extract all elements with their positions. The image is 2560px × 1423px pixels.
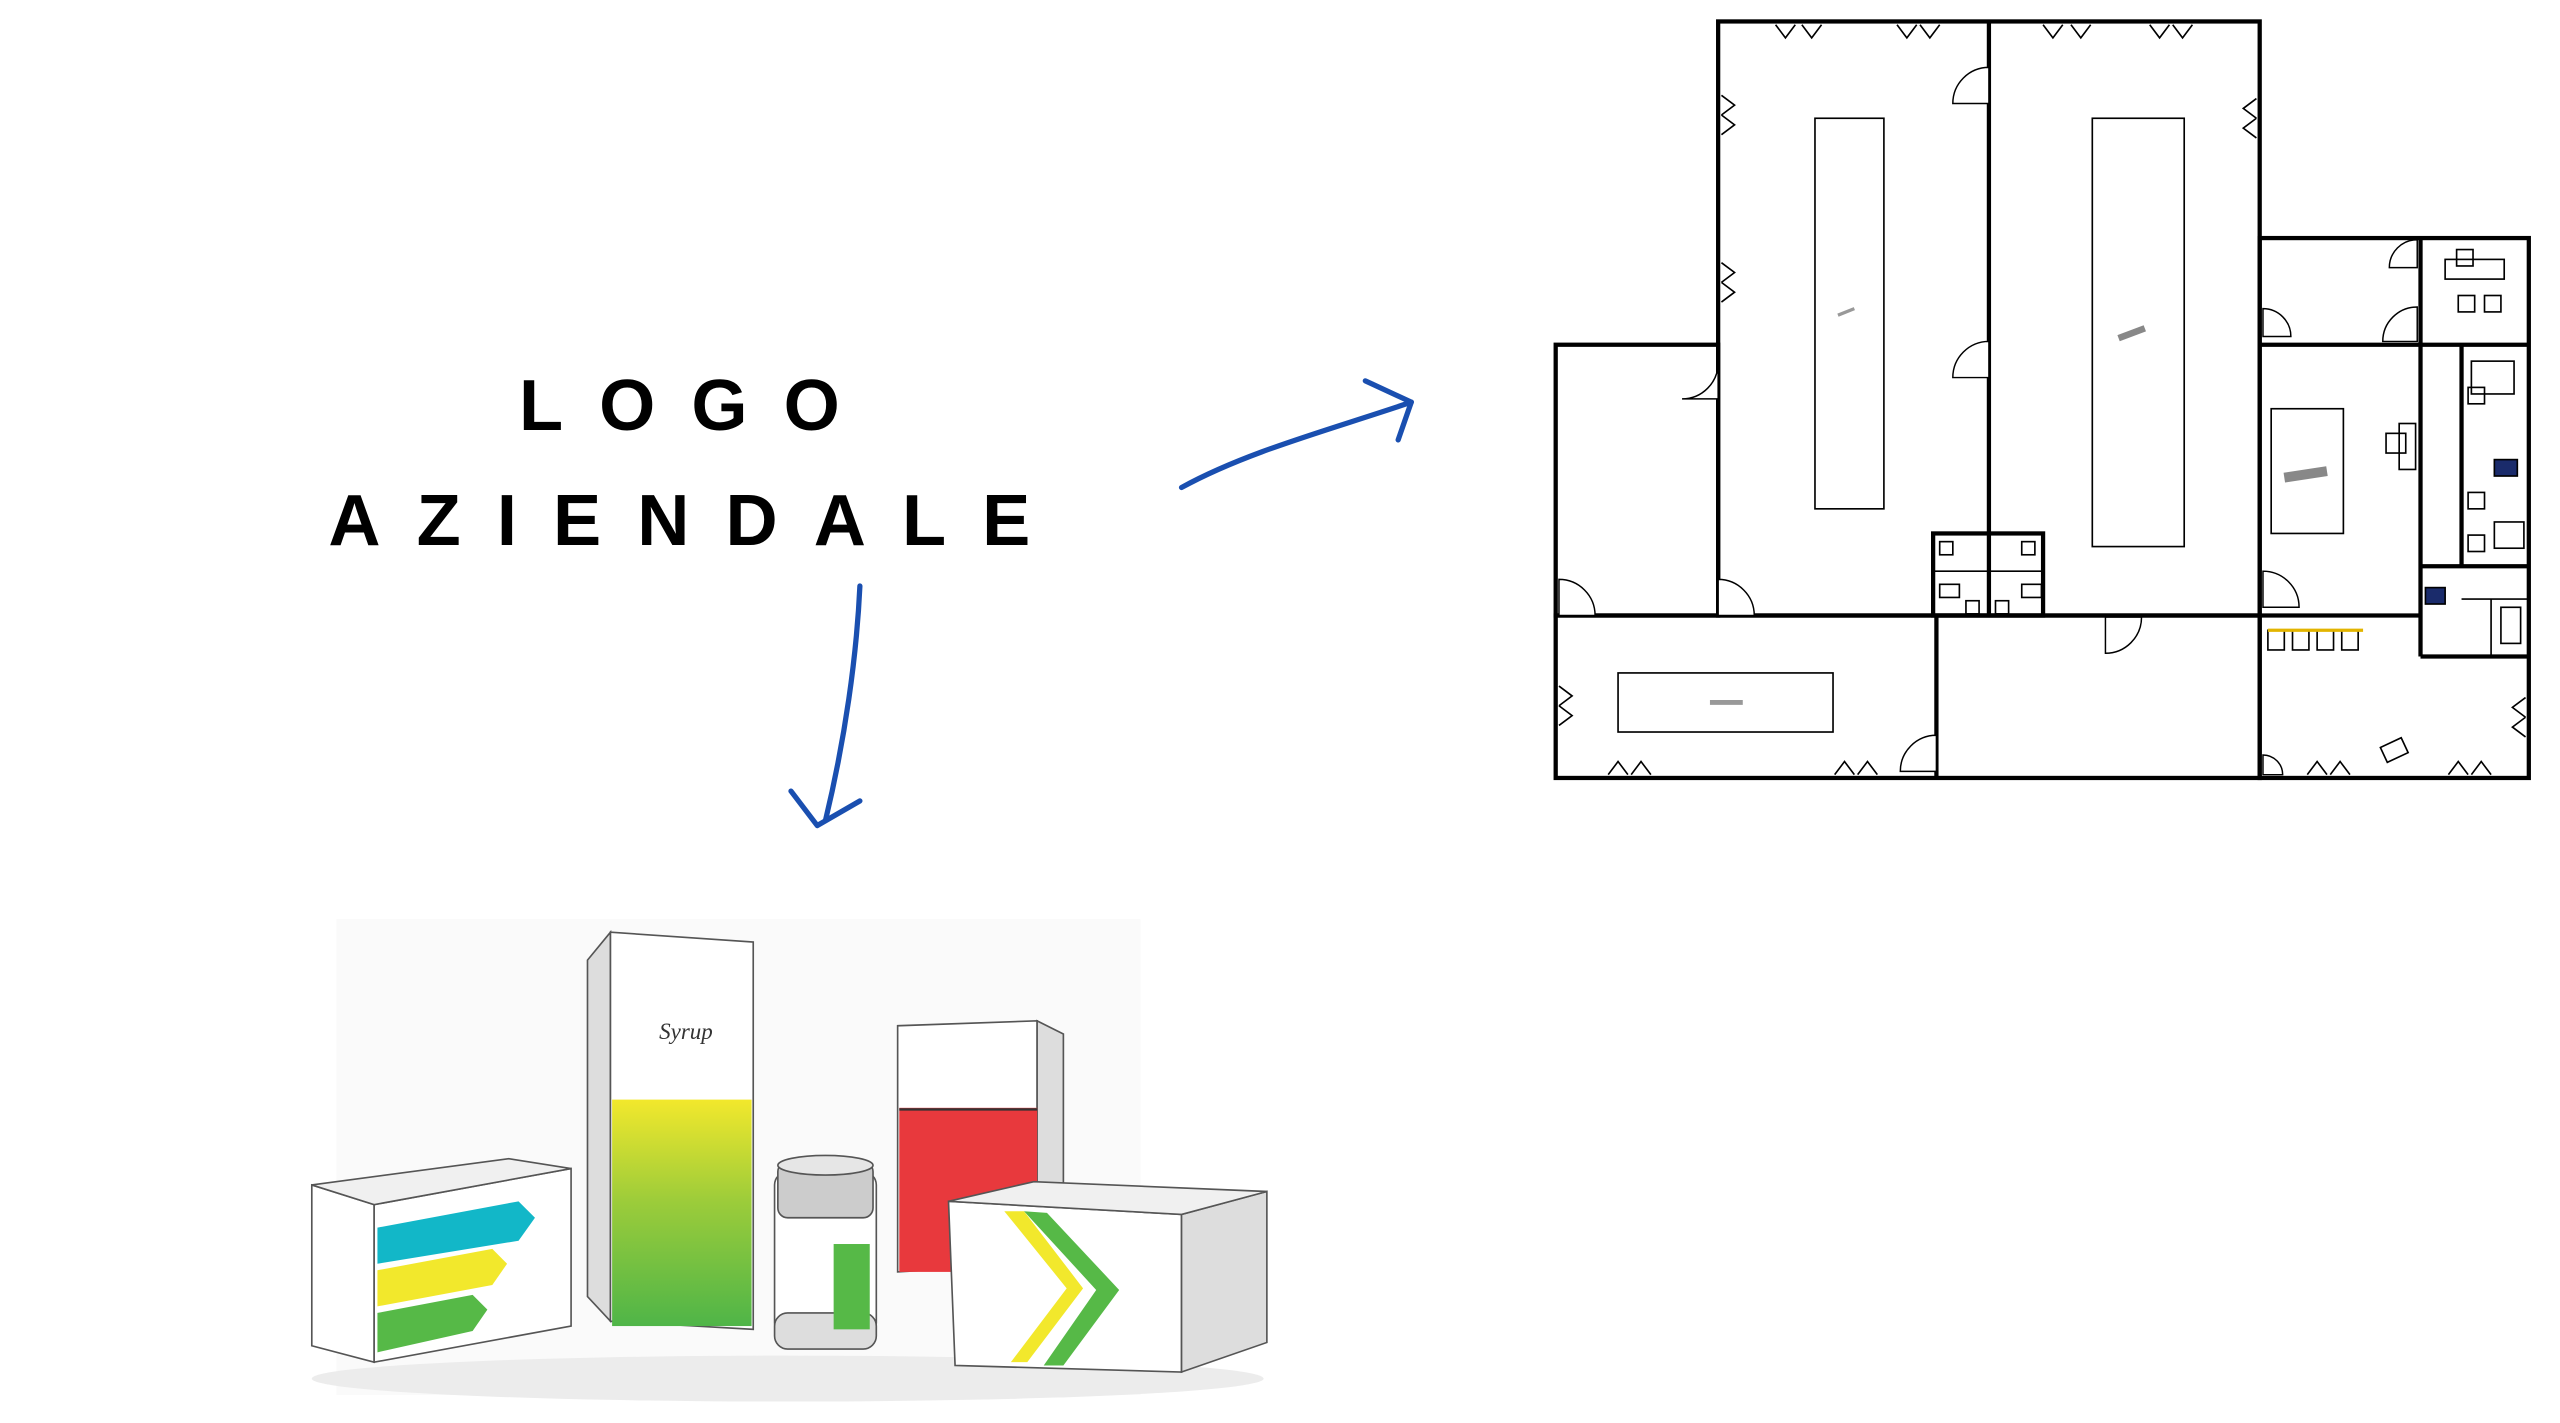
window-icons xyxy=(1558,24,2527,776)
table xyxy=(2270,407,2345,535)
door-icons xyxy=(1558,66,2418,776)
furniture-icons xyxy=(1938,248,2525,764)
arrow-down-icon xyxy=(788,583,863,829)
arrow-right-icon xyxy=(1178,378,1414,491)
arrows-box xyxy=(310,1157,572,1364)
logo-title-line1: LOGO xyxy=(519,366,876,446)
logo-title-line2: AZIENDALE xyxy=(328,481,1066,561)
table xyxy=(1814,117,1885,510)
table xyxy=(2091,117,2186,548)
floor-plan xyxy=(1553,19,2531,781)
pharma-products-illustration: Syrup xyxy=(310,919,1268,1402)
chevron-box xyxy=(947,1180,1268,1374)
bottle xyxy=(773,1154,878,1350)
table xyxy=(1617,672,1834,733)
syrup-label: Syrup xyxy=(659,1019,713,1044)
syrup-box: Syrup xyxy=(586,929,755,1331)
